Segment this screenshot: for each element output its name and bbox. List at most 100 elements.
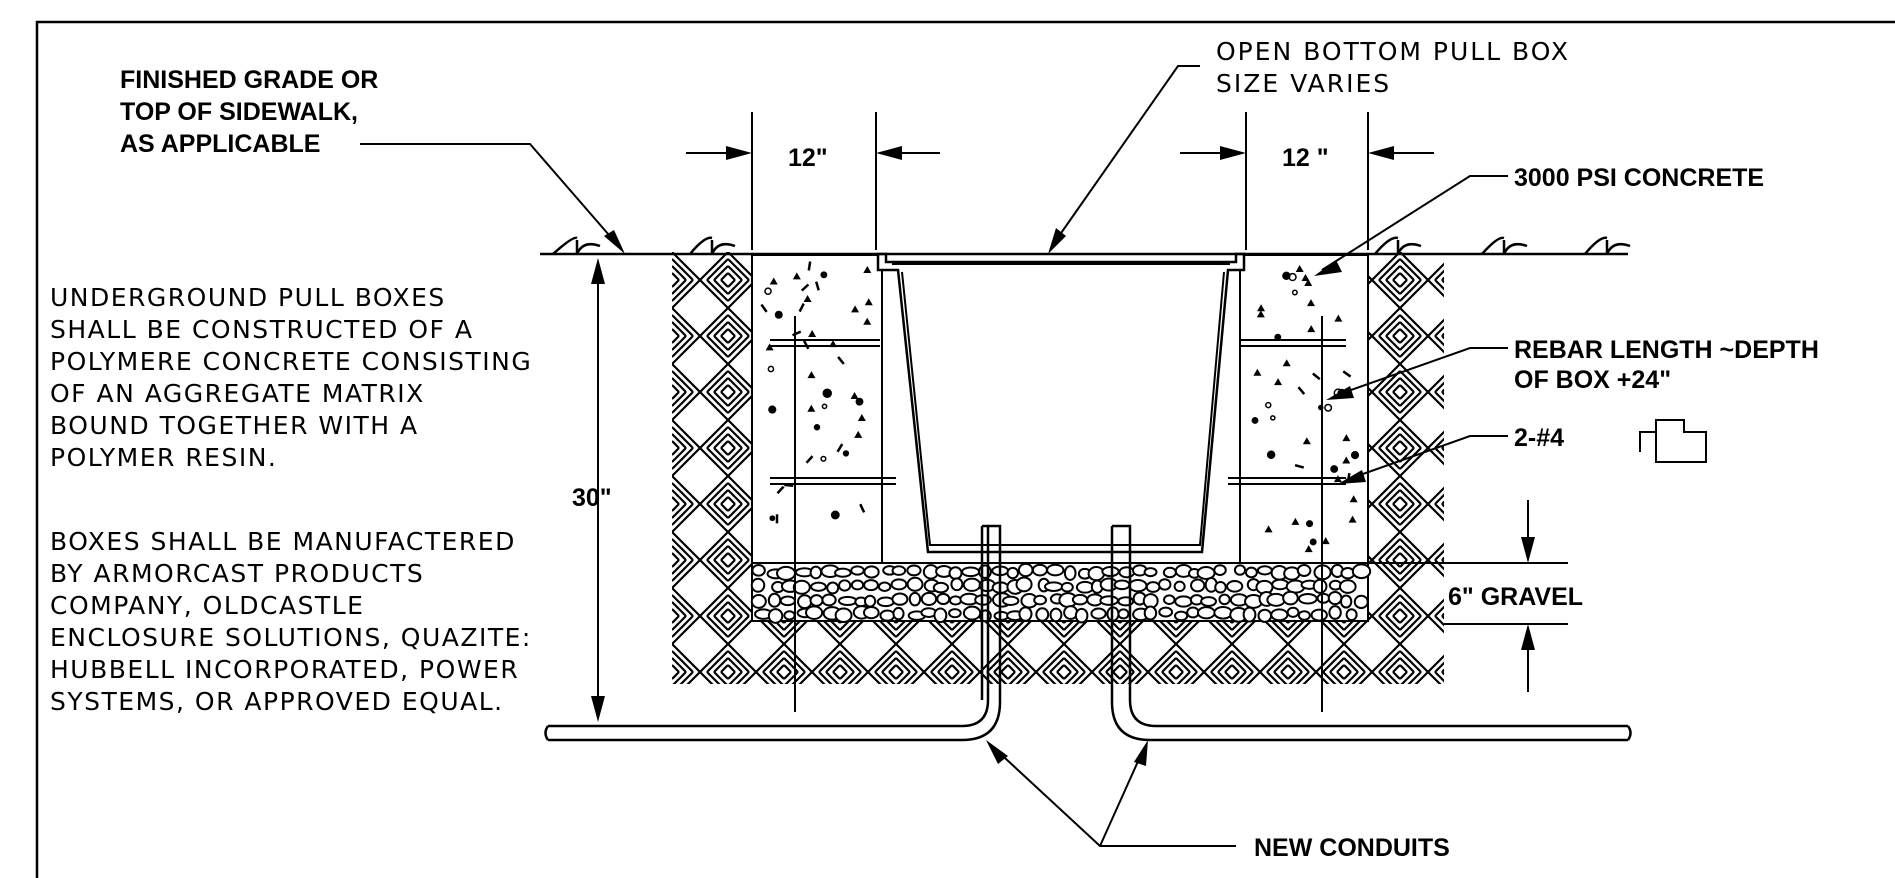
gravel-stone	[1200, 596, 1217, 607]
concrete-speckle	[1291, 289, 1298, 296]
gravel-stone	[1118, 566, 1136, 579]
gravel-stone	[750, 594, 767, 609]
gravel-stone	[1226, 580, 1244, 593]
gravel-stone	[906, 564, 922, 577]
concrete-speckle	[1253, 368, 1262, 376]
manufacturers-note: BOXES SHALL BE MANUFACTERED BY ARMORCAST…	[50, 527, 541, 716]
gravel-stone	[1162, 566, 1177, 579]
gravel-stone	[810, 581, 827, 592]
concrete-speckle	[820, 271, 828, 279]
concrete-speckle	[850, 392, 859, 400]
gravel-stone	[1233, 564, 1247, 576]
gravel-stone	[890, 578, 908, 591]
concrete-speckle	[798, 303, 805, 313]
gravel-stone	[1117, 608, 1130, 620]
gravel-stone	[908, 591, 922, 607]
gravel-stone	[1143, 567, 1158, 578]
concrete-speckle	[863, 317, 872, 325]
gravel-stone	[805, 605, 824, 620]
gravel-stone	[767, 592, 782, 608]
concrete-speckle	[1342, 456, 1351, 464]
gravel-stone	[751, 564, 766, 577]
pull-box	[876, 252, 1246, 554]
concrete-speckle	[1312, 372, 1321, 381]
concrete-speckle	[1297, 386, 1306, 395]
gravel-stone	[1266, 592, 1286, 607]
earth-hatching	[672, 252, 1444, 684]
concrete-speckle	[774, 310, 783, 319]
concrete-speckle	[820, 455, 827, 462]
gravel-stone	[1006, 566, 1019, 580]
leader-conduits	[986, 740, 1236, 847]
gravel-stone	[1101, 566, 1120, 578]
drawing-border	[35, 20, 1895, 878]
concrete-speckle	[813, 424, 821, 431]
gravel-stone	[1296, 564, 1312, 578]
gravel-label: 6" GRAVEL	[1448, 583, 1583, 611]
gravel-stone	[879, 609, 896, 622]
gravel-stone	[1244, 566, 1258, 579]
gravel-stone	[767, 608, 784, 624]
concrete-speckle	[1349, 495, 1358, 503]
concrete-speckle	[1291, 517, 1300, 525]
concrete-speckle	[769, 515, 776, 522]
leader-concrete	[1314, 175, 1508, 276]
concrete-speckle	[1334, 314, 1343, 322]
gravel-stone	[933, 607, 948, 624]
gravel-stone	[1339, 594, 1353, 609]
gravel-stone	[821, 593, 837, 607]
concrete-speckle	[851, 305, 860, 313]
concrete-speckle	[1307, 325, 1316, 333]
gravel-stone	[834, 607, 853, 623]
gravel-stone	[809, 565, 823, 580]
gravel-stone	[932, 581, 950, 594]
gravel-stone	[1063, 565, 1077, 581]
concrete-speckle	[814, 281, 820, 291]
concrete-speckle	[864, 298, 873, 306]
gravel-stone	[1316, 592, 1331, 604]
concrete-speckle	[855, 397, 864, 406]
gravel-stone	[1075, 580, 1095, 594]
concrete-speckle	[1304, 545, 1313, 553]
concrete-speckle	[821, 403, 828, 410]
concrete-speckle	[792, 330, 802, 337]
gravel-stone	[1353, 594, 1369, 610]
concrete-speckle	[837, 356, 845, 365]
concrete-speckle	[1301, 273, 1310, 281]
gravel-stone	[936, 592, 951, 606]
gravel-stone	[1035, 607, 1050, 622]
gravel-stone	[1031, 563, 1048, 577]
concrete-speckle	[1342, 434, 1351, 442]
gravel-stone	[961, 566, 981, 578]
gravel-stone	[876, 596, 895, 608]
construction-note: UNDERGROUND PULL BOXES SHALL BE CONSTRUC…	[50, 283, 542, 472]
gravel-stone	[863, 594, 877, 608]
concrete-speckle	[1256, 310, 1265, 318]
gravel-stone	[1328, 605, 1342, 620]
gravel-stone	[1074, 607, 1089, 624]
gravel-stone	[1049, 607, 1063, 623]
leader-rebar-size	[1338, 435, 1508, 484]
concrete-speckle	[792, 272, 801, 280]
rebar-length-label: REBAR LENGTH ~DEPTH OF BOX +24"	[1514, 336, 1826, 394]
gravel-stone	[1033, 594, 1047, 606]
concrete-speckle	[764, 287, 772, 296]
gravel-stone	[1345, 608, 1358, 622]
gravel-stone	[863, 565, 880, 579]
concrete-speckle	[1306, 299, 1315, 307]
gravel-stone	[783, 610, 796, 621]
concrete-speckle	[805, 455, 814, 464]
concrete-speckle	[1321, 537, 1330, 545]
concrete-speckle	[1304, 278, 1313, 286]
concrete-speckle	[1282, 359, 1291, 367]
finished-grade-label: FINISHED GRADE OR TOP OF SIDEWALK, AS AP…	[120, 66, 385, 158]
gravel-stone	[779, 595, 796, 607]
gravel-stone	[1002, 595, 1020, 607]
concrete-speckle	[1348, 515, 1357, 523]
concrete-speckle	[822, 388, 832, 399]
gravel-stone	[1113, 579, 1131, 591]
gravel-stone	[1256, 565, 1273, 576]
dimension-left-width	[686, 112, 940, 250]
gravel-stone	[837, 595, 858, 607]
concrete-speckle	[1309, 538, 1317, 546]
